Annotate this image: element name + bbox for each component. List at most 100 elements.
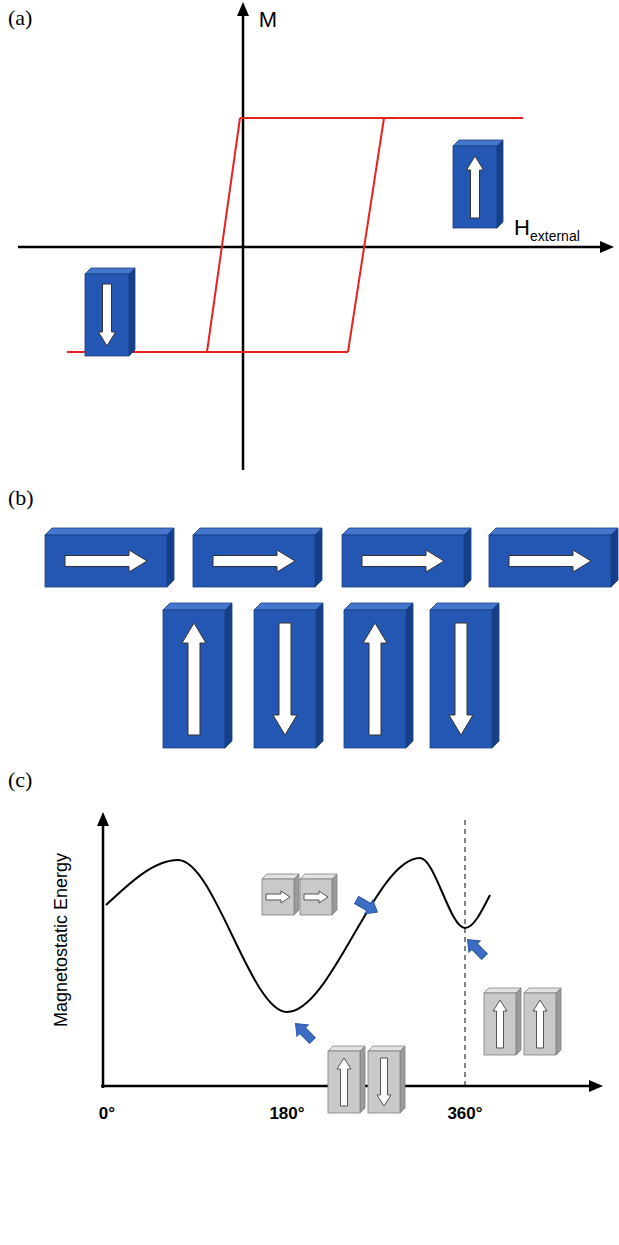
magnet-top-face — [85, 268, 135, 274]
magnet-side-face — [167, 528, 174, 587]
grey-magnet — [524, 988, 561, 1055]
magnet-top-face — [368, 1046, 405, 1051]
grey-magnet — [300, 874, 337, 915]
hysteresis-loop — [207, 118, 240, 352]
magnet-front-face — [484, 993, 516, 1055]
m-axis — [242, 14, 245, 470]
axis-label: M — [259, 8, 277, 32]
panel-label: (a) — [8, 6, 32, 30]
dashed-marker — [464, 820, 465, 1085]
magnet-side-face — [315, 528, 322, 587]
magnet-front-face — [163, 610, 225, 748]
magnet-top-face — [45, 528, 174, 535]
magnetization-arrow — [99, 284, 116, 346]
magnet-horizontal — [489, 528, 618, 587]
pointer-arrow — [462, 934, 490, 962]
magnetization-arrow — [363, 623, 387, 735]
magnet-top-face — [453, 140, 503, 146]
magnetization-arrow — [509, 550, 591, 572]
magnet-side-face — [497, 140, 503, 228]
axis-arrowhead — [600, 241, 614, 253]
magnet-side-face — [360, 1046, 365, 1113]
grey-magnet — [262, 874, 299, 915]
panel-label: (c) — [8, 768, 32, 792]
magnetization-arrow — [182, 623, 206, 735]
axis-arrowhead — [237, 2, 249, 16]
magnetization-arrow — [65, 550, 147, 572]
tick-label: 180° — [269, 1105, 304, 1124]
magnet-front-face — [85, 274, 129, 356]
magnet-side-face — [611, 528, 618, 587]
magnet-front-face — [328, 1051, 360, 1113]
tick-label: 0° — [99, 1105, 115, 1124]
magnet-side-face — [400, 1046, 405, 1113]
magnet-front-face — [453, 146, 497, 228]
magnet-top-face — [489, 528, 618, 535]
magnet-vertical — [254, 603, 323, 748]
magnet-up — [453, 140, 503, 228]
magnet-top-face — [193, 528, 322, 535]
magnet-front-face — [489, 535, 611, 587]
magnet-front-face — [368, 1051, 400, 1113]
magnet-horizontal — [342, 528, 471, 587]
h-axis — [18, 246, 602, 249]
magnet-side-face — [406, 603, 413, 748]
hysteresis-loop — [348, 118, 384, 352]
magnet-top-face — [344, 603, 413, 610]
magnetization-arrow — [362, 550, 444, 572]
magnet-front-face — [342, 535, 464, 587]
magnet-side-face — [129, 268, 135, 356]
magnet-front-face — [524, 993, 556, 1055]
axis-label: H — [514, 216, 530, 240]
magnetization-arrow — [533, 1000, 547, 1048]
tick-label: 360° — [447, 1105, 482, 1124]
magnet-top-face — [300, 874, 337, 879]
grey-magnet — [368, 1046, 405, 1113]
magnet-side-face — [464, 528, 471, 587]
pointer-arrow — [290, 1018, 318, 1046]
magnet-top-face — [484, 988, 521, 993]
magnet-down — [85, 268, 135, 356]
magnetization-arrow — [467, 156, 484, 218]
magnetization-arrow — [377, 1058, 391, 1106]
axis-label: Magnetostatic Energy — [52, 853, 72, 1027]
magnetization-arrow — [266, 891, 290, 903]
magnet-top-face — [342, 528, 471, 535]
axis-subscript: external — [530, 229, 580, 244]
magnet-horizontal — [193, 528, 322, 587]
magnet-side-face — [225, 603, 232, 748]
magnet-side-face — [556, 988, 561, 1055]
magnet-front-face — [344, 610, 406, 748]
panel-label: (b) — [8, 486, 34, 510]
hysteresis-loop — [240, 117, 523, 119]
magnet-top-face — [262, 874, 299, 879]
magnet-horizontal — [45, 528, 174, 587]
grey-magnet — [328, 1046, 365, 1113]
axis-arrowhead — [589, 1080, 603, 1092]
pointer-arrow — [353, 893, 382, 919]
magnet-vertical — [344, 603, 413, 748]
magnetization-arrow — [449, 623, 473, 735]
magnet-vertical — [163, 603, 232, 748]
energy-curve — [106, 858, 490, 1012]
magnet-front-face — [430, 610, 492, 748]
magnet-side-face — [332, 874, 337, 915]
magnetization-arrow — [337, 1058, 351, 1106]
magnet-vertical — [430, 603, 499, 748]
magnet-front-face — [262, 879, 294, 915]
magnet-side-face — [294, 874, 299, 915]
magnet-front-face — [193, 535, 315, 587]
magnet-front-face — [300, 879, 332, 915]
magnetization-arrow — [213, 550, 295, 572]
magnet-side-face — [492, 603, 499, 748]
magnet-side-face — [516, 988, 521, 1055]
magnetization-arrow — [493, 1000, 507, 1048]
magnet-top-face — [328, 1046, 365, 1051]
axis-arrowhead — [97, 812, 109, 826]
magnet-top-face — [163, 603, 232, 610]
magnet-front-face — [45, 535, 167, 587]
magnet-top-face — [430, 603, 499, 610]
magnet-top-face — [254, 603, 323, 610]
